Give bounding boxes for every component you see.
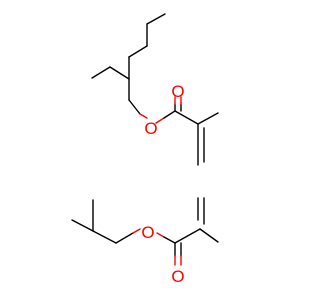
bond <box>109 66 130 80</box>
carbonyl-oxygen-label: O <box>171 82 184 101</box>
carbonyl-oxygen-label: O <box>171 267 184 286</box>
bond <box>91 66 111 79</box>
bond <box>92 230 117 244</box>
bond <box>163 110 176 119</box>
bond-to-oxygen <box>139 113 148 119</box>
ester-oxygen-label: O <box>141 223 154 242</box>
bond <box>71 219 94 232</box>
molecule-isobutyl-methacrylate: O O <box>71 197 219 286</box>
bond <box>115 232 134 244</box>
bond <box>128 45 148 58</box>
bond <box>146 13 166 25</box>
chemical-structures-svg: O O O O <box>71 13 219 286</box>
molecule-2-ethylhexyl-methacrylate: O O <box>91 13 219 166</box>
bond <box>128 99 141 115</box>
bond-to-oxygen <box>155 117 165 124</box>
structure-canvas: O O O O <box>71 13 219 286</box>
bond <box>199 228 219 243</box>
bond-to-oxygen <box>132 228 141 234</box>
bond <box>174 228 201 244</box>
bond <box>174 110 199 125</box>
bond <box>197 112 219 125</box>
bond <box>163 236 176 244</box>
bond-to-oxygen <box>156 232 165 238</box>
ester-oxygen-label: O <box>144 119 157 138</box>
